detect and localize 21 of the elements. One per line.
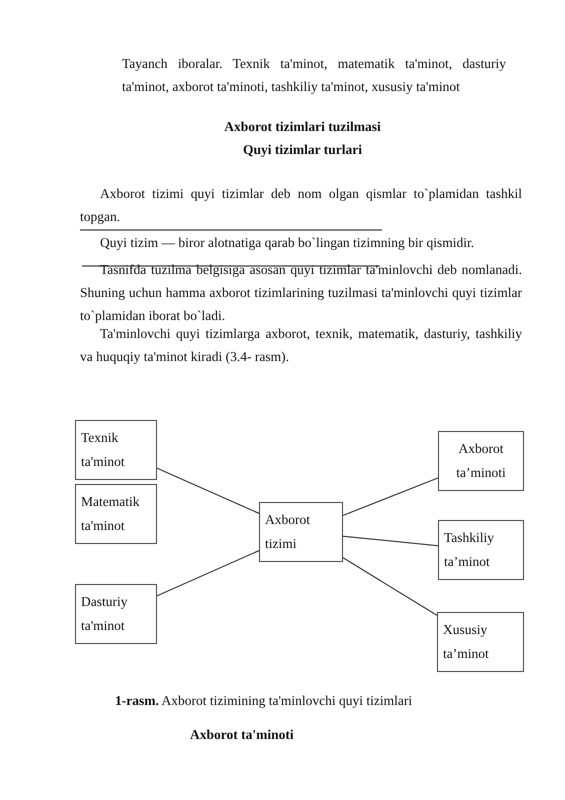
subsystem-box: Tashkiliy ta’minot bbox=[438, 520, 524, 580]
connector-line bbox=[342, 557, 438, 616]
connector-line bbox=[342, 477, 438, 516]
connector-line bbox=[342, 536, 438, 546]
subsystem-box: Dasturiy ta'minot bbox=[75, 584, 157, 644]
paragraph: Tasnifda tuzilma belgisiga asosan quyi tizimlar ta'minlovchi deb nomlanadi. Shuning uchun hamma axborot tizimlarining tuzilmasi ta'minlovchi quyi tizimlar to`plamidan iborat bo`ladi. bbox=[80, 261, 522, 325]
definition-text: Quyi tizim — biror alotnatiga qarab bo`lingan tizimning bir qismidir. bbox=[99, 234, 476, 252]
subsystem-box: Matematik ta'minot bbox=[75, 484, 157, 544]
paragraph: Axborot tizimi quyi tizimlar deb nom olgan qismlar to`plamidan tashkil topgan. bbox=[80, 185, 522, 226]
subsystem-box: Xususiy ta’minot bbox=[437, 612, 524, 672]
subsystem-box: Texnik ta'minot bbox=[75, 420, 157, 480]
connector-line bbox=[156, 550, 260, 596]
paragraph: Ta'minlovchi quyi tizimlarga axborot, texnik, matematik, dasturiy, tashkiliy va huquqiy ta'minot kiradi (3.4- rasm). bbox=[80, 325, 522, 366]
subsection-heading: Quyi tizimlar turlari bbox=[242, 141, 363, 159]
figure-caption: 1-rasm. Axborot tizimining ta'minlovchi quyi tizimlari bbox=[115, 692, 414, 710]
section-heading: Axborot tizimlari tuzilmasi bbox=[223, 118, 382, 136]
subsystem-box: Axborot ta’minoti bbox=[438, 431, 524, 491]
keywords-text: Tayanch iboralar. Texnik ta'minot, matematik ta'minot, dasturiy ta'minot, axborot ta'minoti, tashkiliy ta'minot, xususiy ta'minot bbox=[122, 55, 506, 96]
connector-line bbox=[156, 468, 260, 514]
subsystem-box: Axborot tizimi bbox=[259, 502, 343, 562]
section-heading: Axborot ta'minoti bbox=[190, 726, 295, 744]
